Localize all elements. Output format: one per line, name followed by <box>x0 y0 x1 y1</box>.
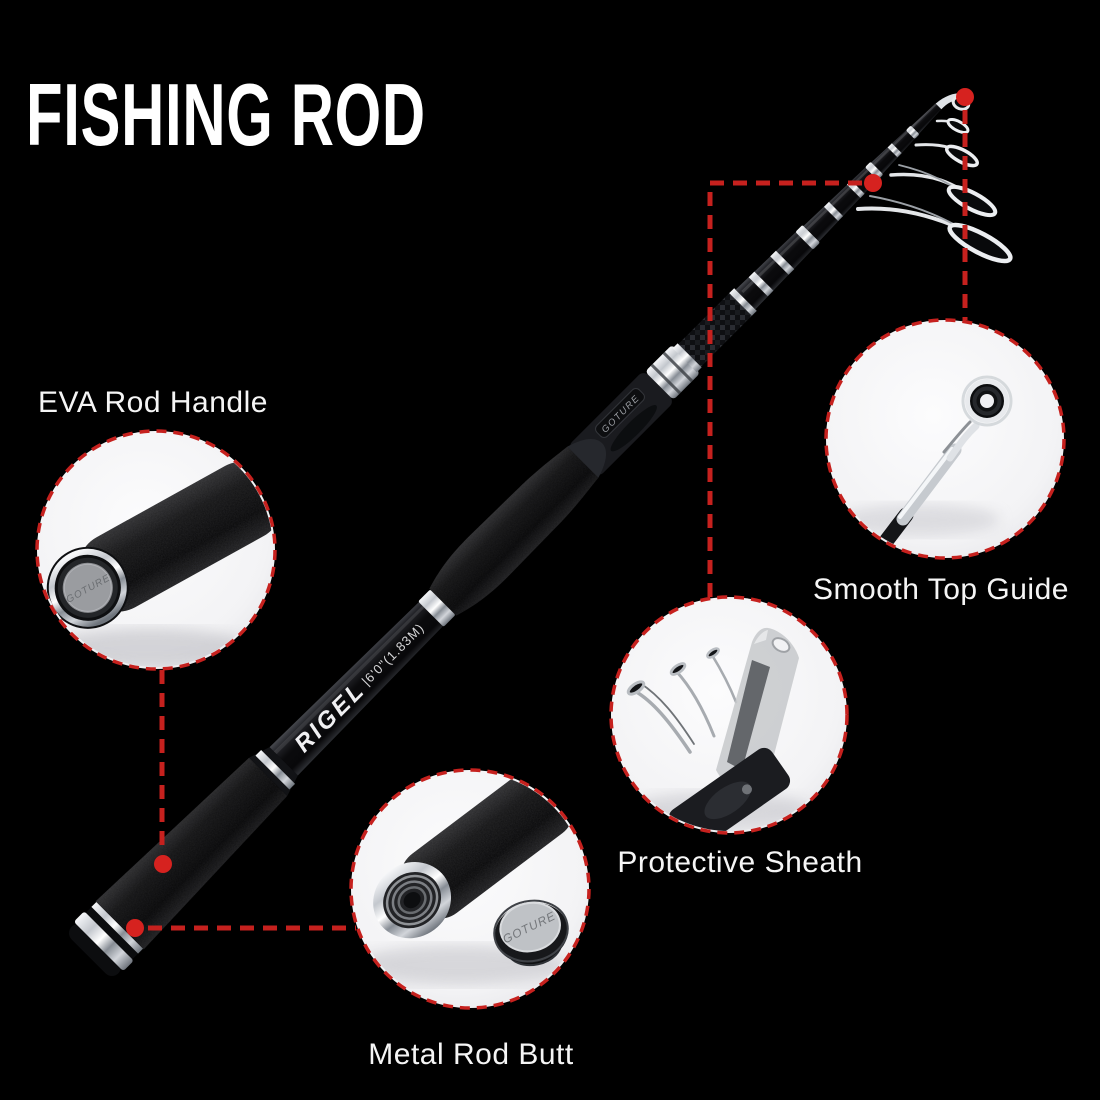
guide-eye-tiny <box>946 117 970 135</box>
dot-eva-handle <box>154 855 172 873</box>
dot-top-guide <box>956 88 974 106</box>
label-eva-handle: EVA Rod Handle <box>38 386 268 419</box>
callout-connectors <box>148 110 968 931</box>
sheath-guide-wires <box>626 647 738 754</box>
label-sheath: Protective Sheath <box>617 846 863 879</box>
callout-circle-eva-handle: GOTURE <box>35 429 277 671</box>
rod-blank <box>269 602 443 776</box>
metal-butt-cap: GOTURE <box>493 899 569 967</box>
guide-eye-small <box>944 144 980 168</box>
eva-butt-cap: GOTURE <box>46 546 129 629</box>
dot-rod-butt <box>126 919 144 937</box>
guide-eye-medium <box>946 184 998 218</box>
callout-circle-sheath <box>609 595 849 835</box>
dot-sheath <box>864 174 882 192</box>
threaded-metal-butt-end <box>373 862 452 939</box>
callout-circle-top-guide <box>824 318 1066 560</box>
sheath-hang-hole <box>771 637 791 653</box>
connector-sheath <box>707 180 862 597</box>
page-title: FISHING ROD <box>26 65 426 164</box>
callout-dots <box>126 88 974 937</box>
rod-butt-chrome-ring <box>74 912 133 971</box>
label-rod-butt: Metal Rod Butt <box>368 1038 574 1071</box>
sheath-clamp <box>668 747 791 831</box>
callout-circle-rod-butt: GOTURE <box>349 768 591 1010</box>
rod-guides <box>856 95 1013 264</box>
rod-butt-cap <box>68 924 121 977</box>
guide-eye-large <box>947 222 1013 264</box>
rod-carbon-section <box>676 290 755 369</box>
label-top-guide: Smooth Top Guide <box>813 573 1069 606</box>
